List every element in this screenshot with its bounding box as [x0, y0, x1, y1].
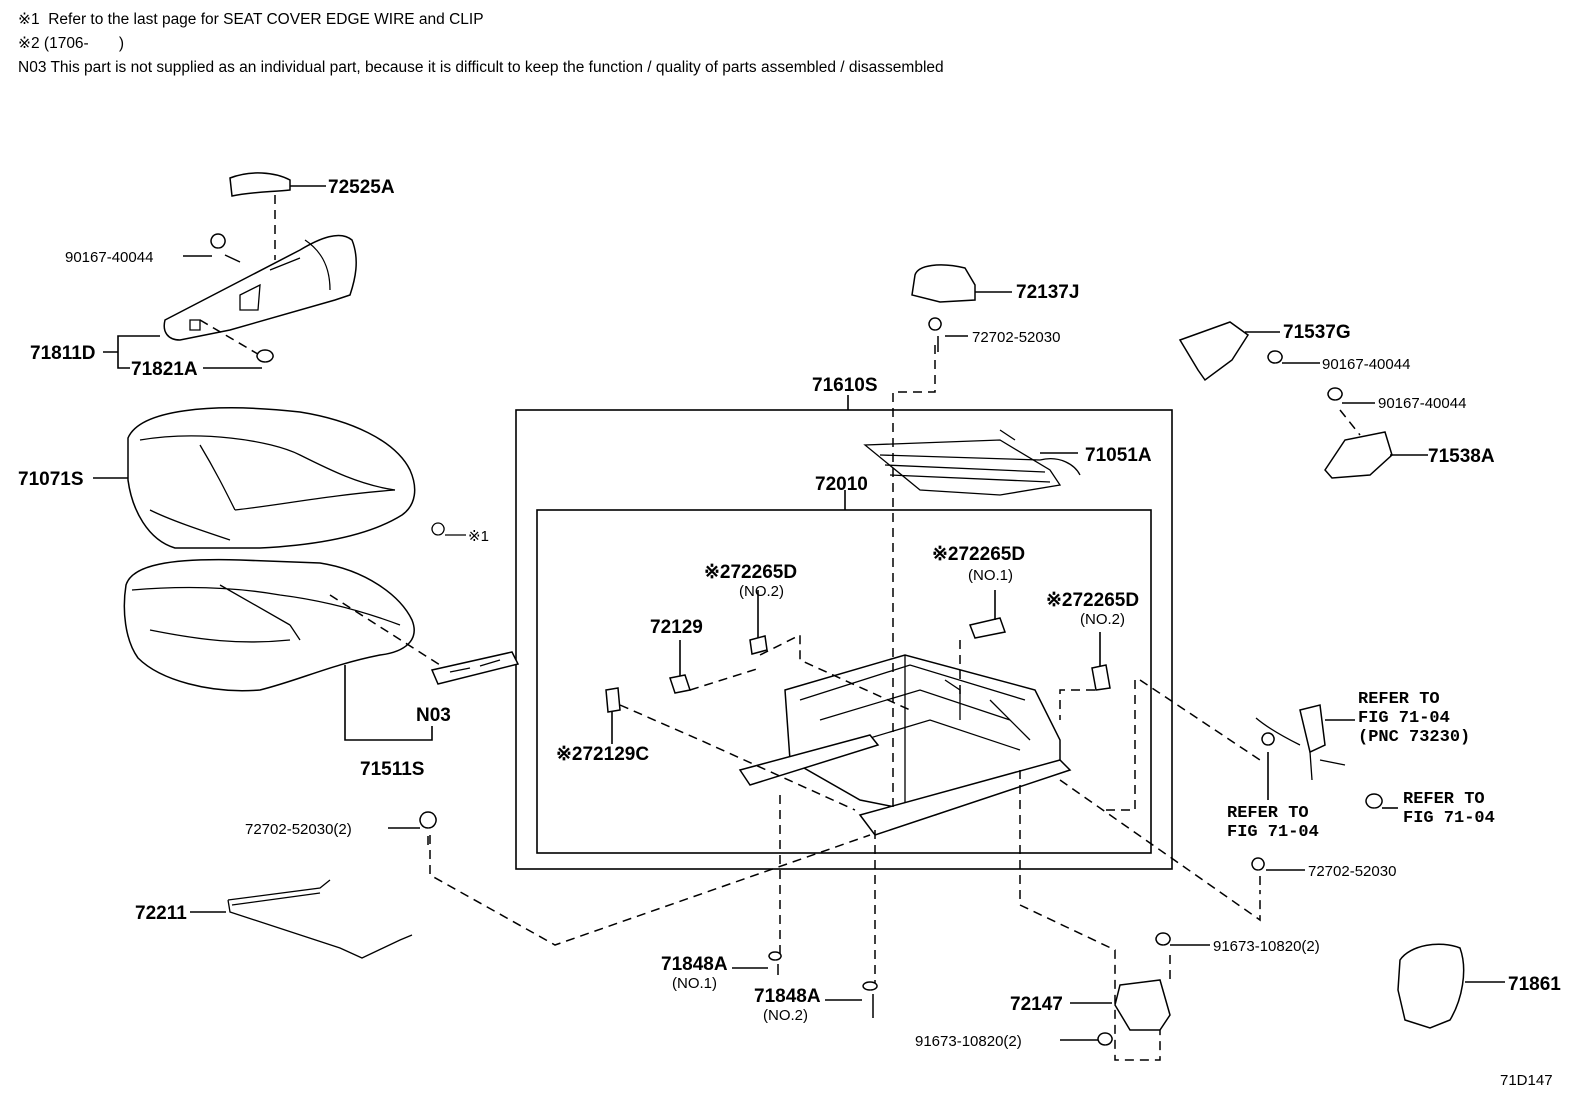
label-refer-b1: REFER TO: [1227, 804, 1309, 823]
label-ref-1: ※1: [468, 528, 489, 545]
label-91673-b: 91673-10820(2): [915, 1033, 1022, 1050]
label-91673-a: 91673-10820(2): [1213, 938, 1320, 955]
note-3: N03 This part is not supplied as an indi…: [18, 59, 944, 76]
bolt-91673-b-drawing: [1097, 1032, 1113, 1046]
screw-71848a-no1-drawing: [768, 951, 782, 975]
bracket-72265d-no2-a-drawing: [749, 635, 768, 655]
label-72211: 72211: [135, 903, 187, 924]
nut-drawing: [1365, 793, 1383, 809]
clip-72129c-drawing: [605, 687, 621, 713]
label-71848a-no1-sub: (NO.1): [672, 975, 717, 992]
label-72265d-no2-a: ※272265D: [704, 562, 797, 583]
cover-72137j-drawing: [911, 264, 976, 303]
label-71848a-no2-sub: (NO.2): [763, 1007, 808, 1024]
label-72702-a: 72702-52030: [972, 329, 1060, 346]
label-90167-b: 90167-40044: [1322, 356, 1410, 373]
bolt-72702-2-drawing: [419, 811, 437, 845]
washer-drawing: [1261, 732, 1275, 746]
leader-71511s: [344, 665, 433, 741]
knob-72525a-drawing: [229, 172, 291, 197]
seat-belt-buckle-drawing: [1299, 704, 1326, 754]
label-71538a: 71538A: [1428, 446, 1495, 467]
label-n03: N03: [416, 705, 451, 726]
label-refer-c2: FIG 71-04: [1403, 809, 1495, 828]
bolt-72702-a-drawing: [928, 317, 942, 352]
screw-90167-b-drawing: [1267, 350, 1283, 364]
label-71537g: 71537G: [1283, 322, 1351, 343]
edge-wire-clip-drawing: [431, 522, 466, 536]
figure-id: 71D147: [1500, 1072, 1553, 1089]
clip-71821a-drawing: [256, 349, 274, 363]
bracket-72265d-no2-b-drawing: [1091, 664, 1111, 691]
label-71848a-no1: 71848A: [661, 954, 728, 975]
label-72702-b: 72702-52030: [1308, 863, 1396, 880]
bracket-71538a-drawing: [1324, 431, 1393, 479]
label-72265d-no1: ※272265D: [932, 544, 1025, 565]
label-72265d-no2-b-sub: (NO.2): [1080, 611, 1125, 628]
cover-71861-drawing: [1397, 943, 1465, 1029]
label-71051a: 71051A: [1085, 445, 1152, 466]
label-72702-2: 72702-52030(2): [245, 821, 352, 838]
label-refer-c1: REFER TO: [1403, 790, 1485, 809]
seat-adjuster-drawing: [738, 654, 1072, 836]
screw-90167-a-drawing: [210, 233, 241, 263]
n03-part-drawing: [430, 651, 520, 685]
label-90167-a: 90167-40044: [65, 249, 153, 266]
label-72265d-no2-a-sub: (NO.2): [739, 583, 784, 600]
note-2: ※2 (1706- ): [18, 35, 125, 52]
label-72129c: ※272129C: [556, 744, 649, 765]
label-72137j: 72137J: [1016, 282, 1079, 303]
label-refer-b2: FIG 71-04: [1227, 823, 1319, 842]
label-72147: 72147: [1010, 994, 1063, 1015]
bracket-72147-drawing: [1114, 979, 1171, 1031]
label-72265d-no2-b: ※272265D: [1046, 590, 1139, 611]
label-71071s: 71071S: [18, 469, 84, 490]
box-72010: [536, 509, 1152, 854]
label-72010: 72010: [815, 474, 868, 495]
clip-72129-drawing: [669, 674, 691, 694]
label-71610s: 71610S: [812, 375, 878, 396]
label-refer-a2: FIG 71-04: [1358, 709, 1450, 728]
label-refer-a3: (PNC 73230): [1358, 728, 1470, 747]
screw-71848a-no2-drawing: [862, 981, 878, 1018]
note-1: ※1 Refer to the last page for SEAT COVER…: [18, 11, 484, 28]
label-71848a-no2: 71848A: [754, 986, 821, 1007]
label-71821a: 71821A: [131, 359, 198, 380]
label-72525a: 72525A: [328, 177, 395, 198]
label-72129: 72129: [650, 617, 703, 638]
screw-90167-c-drawing: [1327, 387, 1343, 401]
label-71511s: 71511S: [360, 759, 424, 780]
bolt-91673-a-drawing: [1155, 932, 1171, 946]
bracket-72265d-no1-drawing: [968, 617, 1006, 639]
box-71610s: [515, 409, 1173, 870]
label-refer-a1: REFER TO: [1358, 690, 1440, 709]
bolt-72702-b-drawing: [1251, 857, 1265, 885]
label-71811d: 71811D: [30, 343, 96, 364]
wire-72211-drawing: [227, 879, 413, 959]
label-90167-c: 90167-40044: [1378, 395, 1466, 412]
seat-cushion-pad-drawing: [123, 558, 415, 692]
label-71861: 71861: [1508, 974, 1561, 995]
bracket-71537g-drawing: [1178, 321, 1250, 382]
seat-spring-drawing: [863, 429, 1081, 496]
seat-side-shield-drawing: [163, 234, 357, 341]
seat-cushion-cover-drawing: [127, 407, 416, 549]
notes-block: ※1 Refer to the last page for SEAT COVER…: [18, 8, 944, 80]
label-72265d-no1-sub: (NO.1): [968, 567, 1013, 584]
